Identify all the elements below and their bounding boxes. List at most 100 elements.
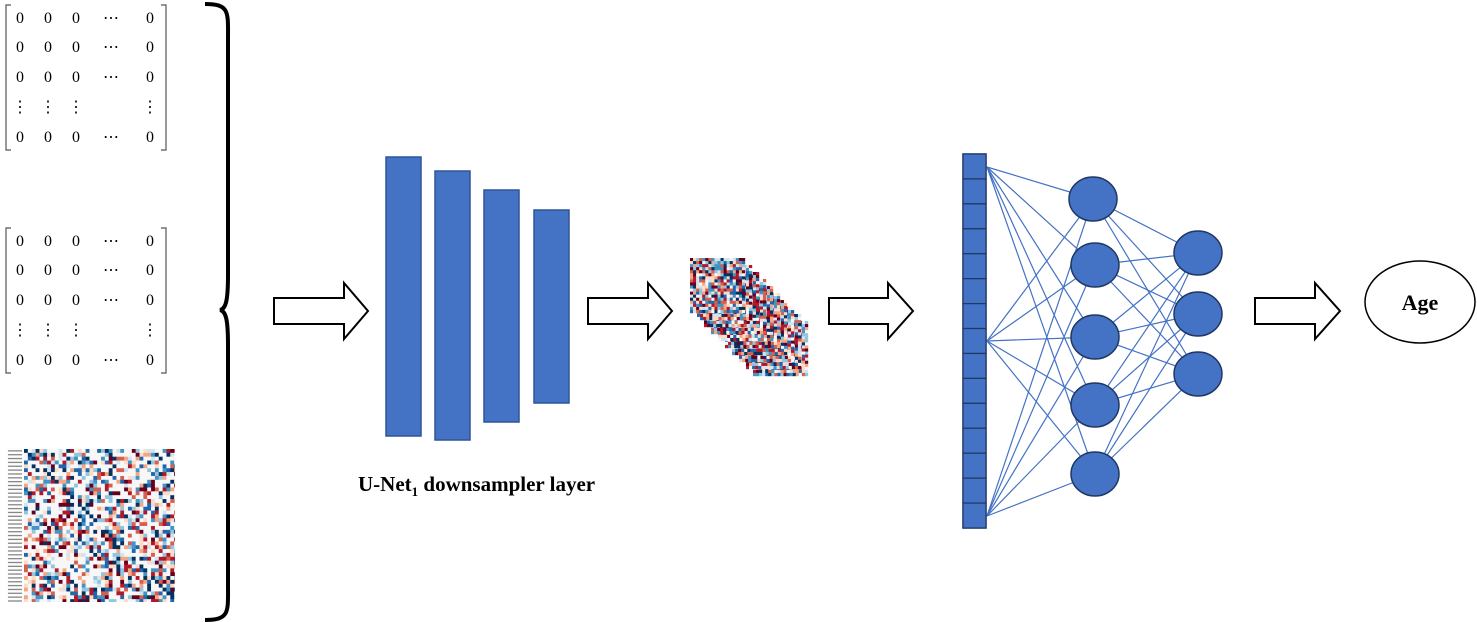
- matrix-cell: 0: [44, 233, 52, 250]
- matrix-cell: 0: [44, 262, 52, 279]
- network-edge: [986, 264, 1096, 517]
- correlation-heatmap: [5, 448, 175, 602]
- matrix-cell: 0: [44, 352, 52, 369]
- hidden-layer-2: [1173, 230, 1223, 397]
- arrow-right-icon: [828, 280, 915, 342]
- hidden-node: [1173, 291, 1223, 337]
- matrix-cell: ⋮: [68, 322, 84, 339]
- matrix-cell: 0: [146, 352, 154, 369]
- hidden-node: [1070, 382, 1120, 428]
- output-node: [1364, 260, 1476, 344]
- network-edge: [986, 166, 1096, 338]
- matrix-cell: 0: [16, 352, 24, 369]
- hidden-node: [1070, 451, 1120, 497]
- matrix-cell: 0: [44, 10, 52, 27]
- matrix-cell: 0: [72, 292, 80, 309]
- matrix-cell: 0: [44, 129, 52, 146]
- network-edge: [986, 166, 1096, 406]
- matrix-cell: 0: [16, 39, 24, 56]
- matrix-cell: ⋯: [103, 262, 119, 279]
- fully-connected-network: [962, 153, 1223, 529]
- matrix-cell: 0: [16, 233, 24, 250]
- hidden-node: [1173, 351, 1223, 397]
- matrix-cell: ⋮: [40, 99, 56, 116]
- network-edge: [986, 404, 1096, 517]
- right-bracket: [161, 4, 167, 151]
- left-bracket: [5, 227, 11, 374]
- input-unit: [962, 502, 987, 529]
- matrix-cell: 0: [16, 69, 24, 86]
- matrix-cell: ⋯: [103, 10, 119, 27]
- right-bracket: [161, 227, 167, 374]
- matrix-cell: ⋯: [103, 292, 119, 309]
- input-unit: [962, 303, 987, 330]
- network-edge: [986, 198, 1094, 342]
- output-label: Age: [1402, 290, 1439, 315]
- matrix-cell: ⋮: [40, 322, 56, 339]
- network-edge: [986, 336, 1096, 517]
- hidden-node: [1173, 230, 1223, 276]
- input-unit: [962, 253, 987, 280]
- network-edge: [1094, 313, 1199, 475]
- matrix-cell: 0: [72, 233, 80, 250]
- matrix-cell: 0: [72, 10, 80, 27]
- feature-map-stack: [690, 258, 809, 377]
- network-edge: [1094, 252, 1199, 475]
- hidden-node: [1070, 314, 1120, 360]
- matrix-cell: 0: [146, 129, 154, 146]
- input-unit: [962, 452, 987, 479]
- arrow-right-icon: [273, 280, 370, 342]
- left-bracket: [5, 4, 11, 151]
- matrix-cell: 0: [146, 10, 154, 27]
- matrix-cell: ⋯: [103, 233, 119, 250]
- input-layer: [962, 153, 987, 529]
- network-edge: [1092, 198, 1199, 315]
- hidden-node: [1068, 176, 1118, 222]
- matrix-cell: 0: [16, 292, 24, 309]
- matrix-cell: ⋮: [12, 99, 28, 116]
- matrix-cell: 0: [44, 39, 52, 56]
- matrix-cell: 0: [16, 129, 24, 146]
- hidden-layer-1: [1068, 176, 1120, 497]
- matrix-cell: 0: [72, 69, 80, 86]
- matrix-cell: 0: [146, 292, 154, 309]
- matrix-cell: ⋮: [68, 99, 84, 116]
- input-unit: [962, 327, 987, 355]
- arrow-right-icon: [587, 280, 674, 342]
- matrix-cell: ⋮: [142, 322, 158, 339]
- matrix-cell: ⋯: [103, 352, 119, 369]
- matrix-cell: 0: [72, 352, 80, 369]
- network-edge: [1092, 198, 1199, 375]
- encoder-block-2: [434, 170, 471, 441]
- input-unit: [962, 477, 987, 504]
- matrix-cell: 0: [146, 233, 154, 250]
- feature-map: [690, 258, 746, 314]
- encoder-caption: U-Net1 downsampler layer: [358, 472, 595, 499]
- matrix-cell: 0: [146, 262, 154, 279]
- matrix-cell: ⋯: [103, 129, 119, 146]
- encoder-block-4: [533, 209, 570, 404]
- matrix-cell: 0: [16, 10, 24, 27]
- matrix-cell: 0: [44, 292, 52, 309]
- input-unit: [962, 278, 987, 305]
- matrix-cell: ⋯: [103, 39, 119, 56]
- matrix-cell: 0: [44, 69, 52, 86]
- curly-brace: [204, 2, 231, 622]
- network-edge: [1094, 264, 1199, 375]
- matrix-cell: 0: [146, 69, 154, 86]
- input-unit: [962, 178, 987, 205]
- input-unit: [962, 402, 987, 429]
- matrix-cell: 0: [72, 39, 80, 56]
- arrow-right-icon: [1254, 280, 1342, 342]
- input-unit: [962, 352, 987, 380]
- input-unit: [962, 228, 987, 255]
- matrix-cell: 0: [72, 129, 80, 146]
- encoder-block-3: [483, 189, 520, 423]
- input-unit: [962, 153, 987, 180]
- input-unit: [962, 377, 987, 404]
- matrix-cell: ⋯: [103, 69, 119, 86]
- input-unit: [962, 427, 987, 454]
